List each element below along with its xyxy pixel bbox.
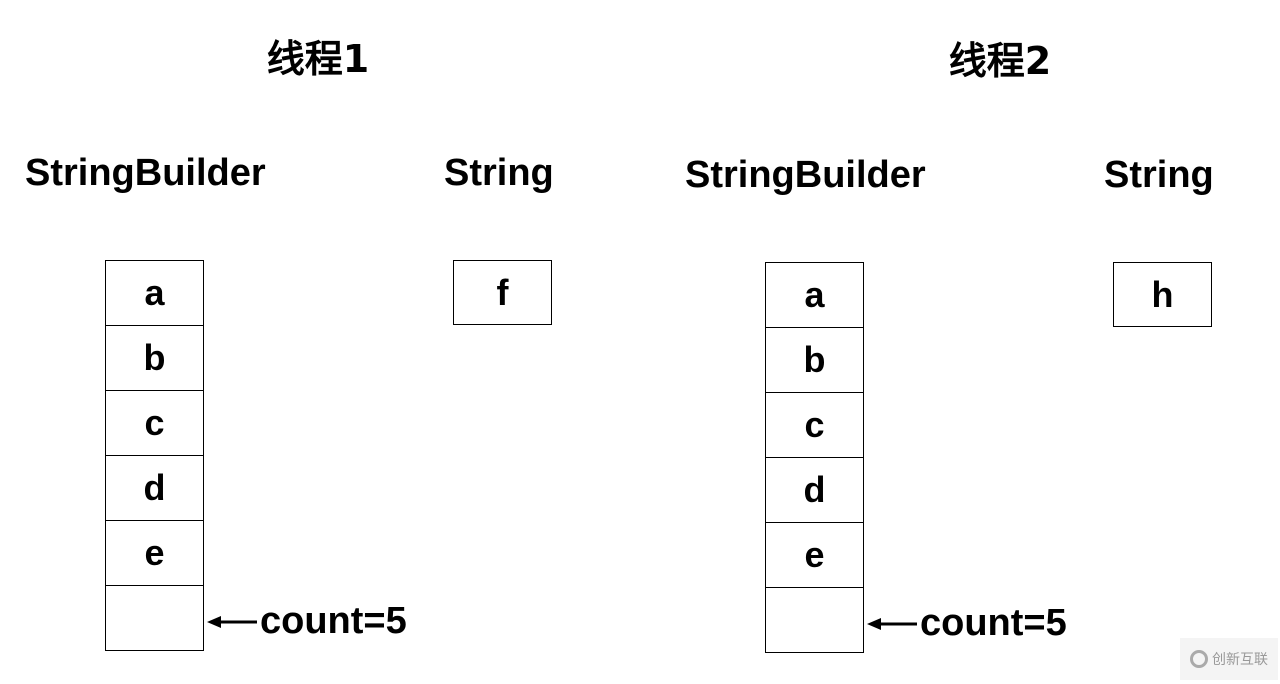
array-cell: e xyxy=(106,521,203,586)
watermark-text: 创新互联 xyxy=(1212,652,1268,668)
array-cell: b xyxy=(106,326,203,391)
count-pointer: count=5 xyxy=(867,602,1067,645)
thread-title: 线程2 xyxy=(948,39,1052,83)
array-cell: d xyxy=(106,456,203,521)
string-label: String xyxy=(444,152,554,194)
string-value-box: f xyxy=(453,260,552,325)
array-cell: a xyxy=(766,263,863,328)
array-cell: a xyxy=(106,261,203,326)
count-label: count=5 xyxy=(920,602,1067,644)
count-label: count=5 xyxy=(260,600,407,642)
array-cell: e xyxy=(766,523,863,588)
arrow-left-icon xyxy=(207,615,257,628)
thread-1-panel: 线程1 StringBuilder String a b c d e f cou… xyxy=(0,0,640,682)
watermark-logo-icon xyxy=(1190,650,1208,668)
stringbuilder-array: a b c d e xyxy=(105,260,204,651)
array-cell-empty xyxy=(766,588,863,652)
string-value-box: h xyxy=(1113,262,1212,327)
stringbuilder-array: a b c d e xyxy=(765,262,864,653)
thread-2-panel: 线程2 StringBuilder String a b c d e h cou… xyxy=(660,2,1280,684)
string-label: String xyxy=(1104,154,1214,196)
count-pointer: count=5 xyxy=(207,600,407,643)
stringbuilder-label: StringBuilder xyxy=(685,154,926,196)
array-cell: c xyxy=(106,391,203,456)
stringbuilder-label: StringBuilder xyxy=(25,152,266,194)
array-cell: c xyxy=(766,393,863,458)
array-cell: d xyxy=(766,458,863,523)
array-cell: b xyxy=(766,328,863,393)
watermark: 创新互联 xyxy=(1180,638,1278,680)
thread-title: 线程1 xyxy=(266,37,370,81)
arrow-left-icon xyxy=(867,617,917,630)
array-cell-empty xyxy=(106,586,203,650)
